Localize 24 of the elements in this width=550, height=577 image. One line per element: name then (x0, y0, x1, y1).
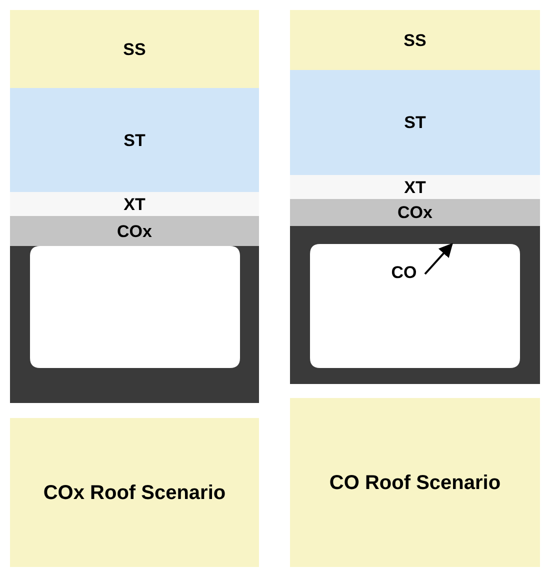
layer-band (10, 10, 259, 88)
layer-name: XT (404, 178, 426, 196)
layer-name: COx Roof Scenario (43, 482, 226, 502)
layer-name: ST (124, 132, 146, 148)
scenario-title (290, 398, 540, 567)
layer-name: ST (404, 114, 426, 131)
layer-band (10, 88, 259, 192)
frame-drawing (10, 246, 259, 403)
layer-name: CO Roof Scenario (329, 472, 501, 492)
layer-label: CO (384, 260, 424, 286)
layer-name: XT (124, 196, 146, 212)
scenario-title (10, 418, 259, 567)
layer-band (290, 70, 540, 175)
layer-band (290, 10, 540, 70)
layer-band (290, 199, 540, 226)
frame-drawing (290, 226, 540, 384)
layer-band (10, 216, 259, 246)
layer-name: COx (117, 222, 152, 240)
leader-arrow (424, 242, 453, 275)
layer-name: SS (404, 32, 426, 48)
layer-band (10, 192, 259, 216)
layer-name: SS (123, 40, 146, 58)
layer-band (290, 175, 540, 199)
layer-name: COx (398, 204, 432, 221)
